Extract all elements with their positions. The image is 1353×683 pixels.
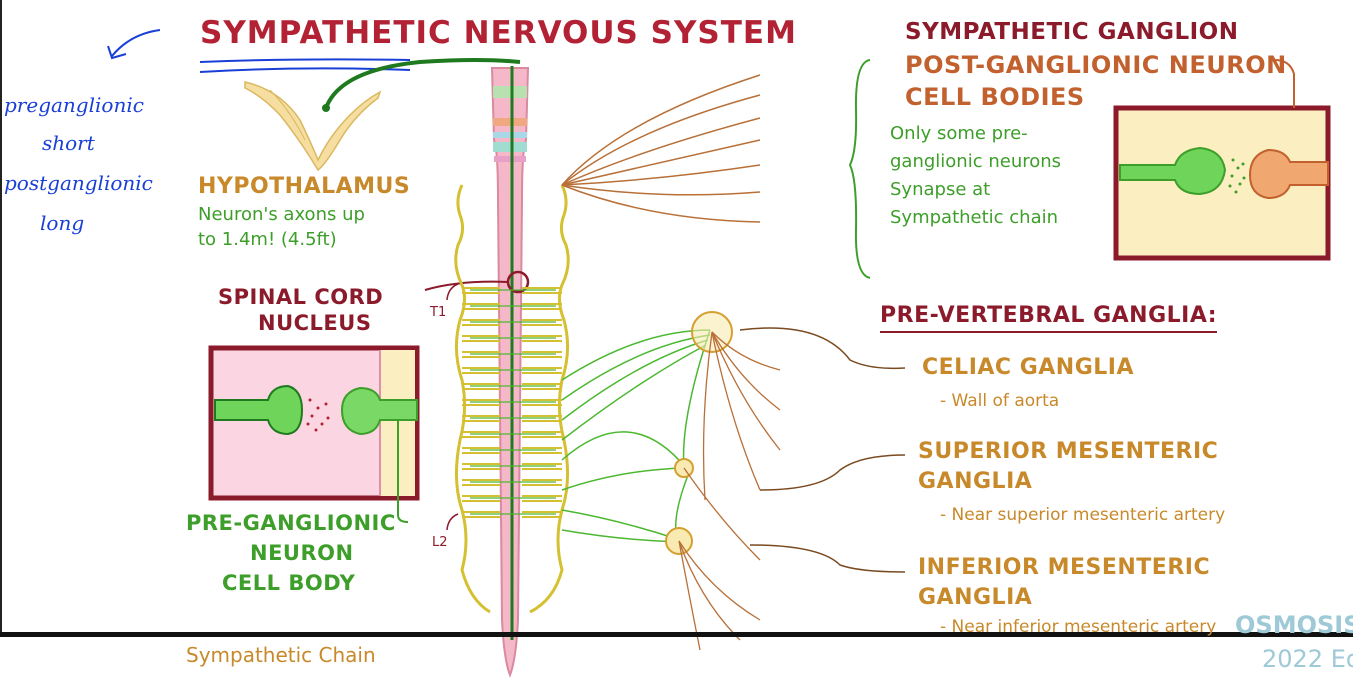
sympathetic-ganglion-heading: SYMPATHETIC GANGLION bbox=[905, 20, 1238, 45]
sympathetic-ganglion-inset bbox=[1116, 60, 1328, 258]
spinal-cord-nucleus-line2: NUCLEUS bbox=[258, 312, 371, 335]
level-t1: T1 bbox=[430, 306, 446, 320]
inferior-mesenteric-name-line1: INFERIOR MESENTERIC bbox=[918, 556, 1210, 580]
postganglionic-fibers-lower bbox=[679, 332, 780, 650]
page-title: SYMPATHETIC NERVOUS SYSTEM bbox=[200, 16, 797, 50]
postganglionic-fibers-upper bbox=[562, 75, 760, 222]
superior-mesenteric-note: - Near superior mesenteric artery bbox=[940, 506, 1225, 525]
spinal-cord-nucleus-inset bbox=[211, 348, 417, 522]
level-pointers bbox=[447, 284, 458, 530]
sympathetic-chain-right bbox=[530, 185, 568, 612]
level-l2: L2 bbox=[432, 536, 448, 550]
celiac-ganglia-name: CELIAC GANGLIA bbox=[922, 356, 1134, 380]
note-short: short bbox=[42, 132, 95, 154]
ganglion-note-line2: ganglionic neurons bbox=[890, 152, 1061, 172]
preganglionic-cell-body-line2: NEURON bbox=[250, 542, 354, 565]
ganglion-note-line1: Only some pre- bbox=[890, 124, 1028, 144]
inferior-mesenteric-note: - Near inferior mesenteric artery bbox=[940, 618, 1216, 637]
label-connectors bbox=[740, 328, 905, 572]
preganglionic-cell-body-line1: PRE-GANGLIONIC bbox=[186, 512, 396, 535]
ganglion-note-brace bbox=[850, 60, 870, 278]
postganglionic-cell-bodies-line1: POST-GANGLIONIC NEURON bbox=[905, 52, 1287, 78]
watermark-logo: OSMOSIS bbox=[1235, 612, 1353, 638]
hypothalamus-note-line2: to 1.4m! (4.5ft) bbox=[198, 230, 337, 250]
note-long: long bbox=[40, 212, 84, 234]
celiac-ganglia-note: - Wall of aorta bbox=[940, 392, 1059, 411]
arrow-down-left-icon bbox=[108, 30, 160, 58]
preganglionic-cell-body-line3: CELL BODY bbox=[222, 572, 355, 595]
ganglion-note-line3: Synapse at bbox=[890, 180, 990, 200]
hypothalamus-note-line1: Neuron's axons up bbox=[198, 205, 365, 225]
hypothalamus-shape bbox=[245, 82, 380, 170]
ganglion-note-line4: Sympathetic chain bbox=[890, 208, 1058, 228]
sympathetic-chain-left bbox=[456, 185, 490, 612]
note-preganglionic: preganglionic bbox=[4, 94, 144, 116]
preganglionic-fibers bbox=[562, 330, 710, 542]
postganglionic-cell-bodies-line2: CELL BODIES bbox=[905, 84, 1085, 110]
superior-mesenteric-name-line2: GANGLIA bbox=[918, 470, 1032, 494]
prevertebral-heading: PRE-VERTEBRAL GANGLIA: bbox=[880, 304, 1217, 333]
inferior-mesenteric-name-line2: GANGLIA bbox=[918, 586, 1032, 610]
spinal-cord-nucleus-line1: SPINAL CORD bbox=[218, 286, 383, 309]
superior-mesenteric-name-line1: SUPERIOR MESENTERIC bbox=[918, 440, 1218, 464]
sympathetic-chain-label: Sympathetic Chain bbox=[186, 644, 376, 666]
watermark-year: 2022 Ed bbox=[1262, 646, 1353, 672]
hypothalamus-heading: HYPOTHALAMUS bbox=[198, 175, 410, 199]
note-postganglionic: postganglionic bbox=[4, 172, 153, 194]
